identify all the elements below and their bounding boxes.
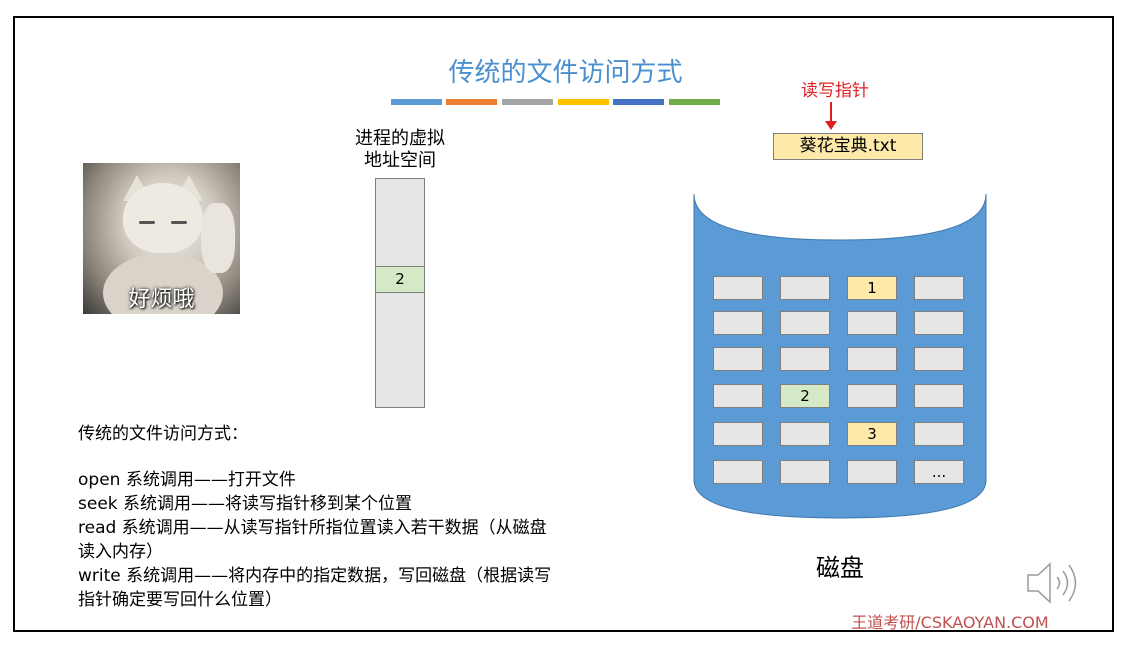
disk-block: 3: [847, 422, 897, 446]
disk-block: [914, 276, 964, 300]
disk-block: [713, 347, 763, 371]
disk-block: [780, 311, 830, 335]
virtual-address-column: [375, 178, 425, 408]
description-line: write 系统调用——将内存中的指定数据，写回磁盘（根据读写: [78, 566, 552, 586]
description-list: open 系统调用——打开文件 seek 系统调用——将读写指针移到某个位置 r…: [78, 468, 658, 612]
color-bar-2: [446, 99, 497, 105]
disk-block: [914, 311, 964, 335]
brand-watermark: 王道考研/CSKAOYAN.COM: [851, 613, 1049, 632]
disk-block: [780, 460, 830, 484]
disk-body-shape: [693, 193, 987, 519]
description-line: seek 系统调用——将读写指针移到某个位置: [78, 494, 413, 514]
color-bar-6: [669, 99, 720, 105]
disk-block: [713, 422, 763, 446]
disk-block: ...: [914, 460, 964, 484]
disk-block: [914, 422, 964, 446]
virtual-label-line2: 地址空间: [364, 150, 436, 171]
disk-block: [847, 460, 897, 484]
disk-block: [847, 311, 897, 335]
disk-block: [847, 347, 897, 371]
disk-block: [713, 460, 763, 484]
disk-block: [780, 276, 830, 300]
virtual-address-space-label: 进程的虚拟 地址空间: [330, 128, 470, 172]
disk-block: [847, 384, 897, 408]
disk-block: [713, 311, 763, 335]
read-write-pointer-label: 读写指针: [801, 81, 869, 101]
disk-block: [914, 384, 964, 408]
description-heading: 传统的文件访问方式：: [78, 424, 248, 444]
disk-cylinder: [693, 193, 987, 519]
color-bar-5: [613, 99, 664, 105]
disk-block: 2: [780, 384, 830, 408]
disk-label: 磁盘: [816, 554, 864, 582]
pointer-arrow-icon: [825, 121, 837, 130]
speaker-icon[interactable]: [1024, 558, 1090, 608]
description-line: 读入内存）: [78, 542, 163, 562]
pointer-arrow-line: [830, 102, 832, 123]
disk-block: [713, 384, 763, 408]
disk-block: 1: [847, 276, 897, 300]
cat-meme-image: 好烦哦: [83, 163, 240, 314]
virtual-label-line1: 进程的虚拟: [355, 128, 445, 149]
color-bar-4: [558, 99, 609, 105]
description-line: open 系统调用——打开文件: [78, 470, 296, 490]
color-bar-1: [391, 99, 442, 105]
disk-block: [914, 347, 964, 371]
disk-block: [713, 276, 763, 300]
meme-caption: 好烦哦: [128, 287, 195, 312]
slide-title: 传统的文件访问方式: [448, 58, 683, 88]
disk-block: [780, 347, 830, 371]
description-line: read 系统调用——从读写指针所指位置读入若干数据（从磁盘: [78, 518, 547, 538]
virtual-memory-block: 2: [375, 266, 425, 293]
color-bar-3: [502, 99, 553, 105]
disk-block: [780, 422, 830, 446]
description-line: 指针确定要写回什么位置）: [78, 590, 282, 610]
file-name-box: 葵花宝典.txt: [773, 133, 923, 160]
